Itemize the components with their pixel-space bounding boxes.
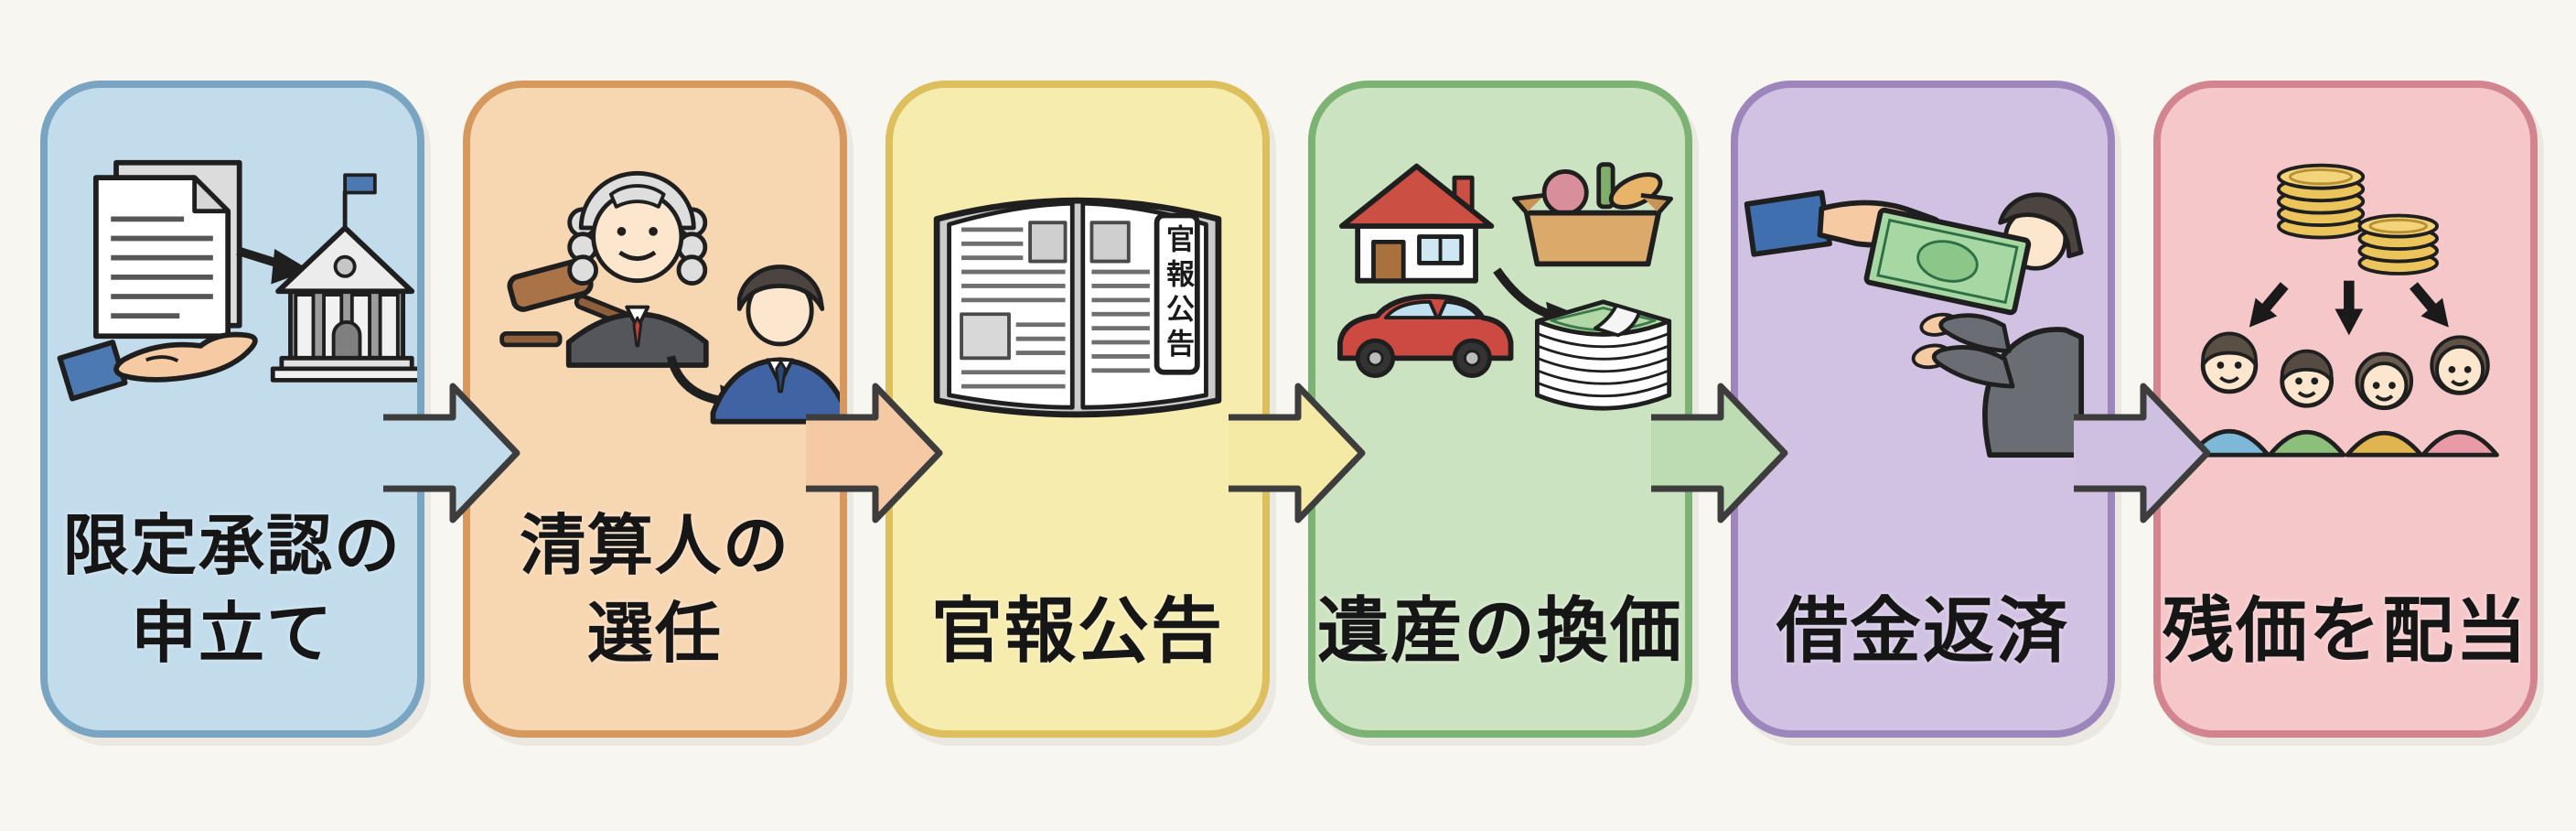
step-1-illustration (48, 126, 417, 467)
step-box-distribution: 残価を配当 (2153, 81, 2538, 738)
arrow-right-icon (236, 246, 310, 285)
official-gazette-book-icon (933, 197, 1222, 418)
step-4-label: 遺産の換価 (1315, 589, 1685, 674)
step-4-label-line-1: 遺産の換価 (1316, 590, 1683, 673)
step-box-liquidation: 遺産の換価 (1308, 81, 1692, 738)
step-box-gazette: 官報公告 官報公告 (886, 81, 1270, 738)
step-box-petition: 限定承認の 申立て (40, 81, 424, 738)
gazette-illustration (933, 197, 1222, 418)
cash-stack-icon (1534, 299, 1672, 411)
giving-hand-icon (57, 331, 258, 402)
judge-icon (565, 170, 709, 368)
coin-stacks-icon (2276, 163, 2439, 275)
step-6-illustration (2161, 126, 2530, 467)
flow-arrow-4 (1651, 383, 1788, 523)
step-1-label: 限定承認の 申立て (48, 502, 417, 677)
gazette-vertical-label: 官報公告 (1161, 224, 1194, 363)
liquidator-illustration (499, 170, 840, 425)
step-box-liquidator: 清算人の 選任 (463, 81, 847, 738)
car-icon (1337, 294, 1514, 378)
flow-arrow-1 (383, 383, 521, 523)
family-icon (2188, 331, 2499, 458)
step-6-label-line-1: 残価を配当 (2162, 590, 2528, 673)
step-3-illustration: 官報公告 (893, 126, 1262, 467)
courthouse-icon (270, 173, 417, 383)
appointed-person-icon (710, 264, 840, 425)
step-3-label: 官報公告 (893, 589, 1262, 674)
flow-arrow-2 (806, 383, 943, 523)
goods-box-icon (1511, 162, 1674, 267)
flow-arrow-5 (2074, 383, 2211, 523)
step-box-debt-repayment: 借金返済 (1731, 81, 2115, 738)
documents-icon (93, 159, 242, 340)
step-3-label-line-1: 官報公告 (930, 590, 1224, 673)
distribution-arrows-icon (2249, 280, 2449, 336)
step-1-label-line-2: 申立て (130, 595, 334, 672)
step-2-label-line-2: 選任 (586, 595, 723, 672)
house-icon (1338, 163, 1495, 284)
flow-arrow-3 (1229, 383, 1366, 523)
debt-repayment-illustration (1744, 189, 2085, 459)
step-5-label: 借金返済 (1738, 589, 2108, 674)
receiving-person-icon (1911, 192, 2085, 459)
distribution-illustration (2188, 163, 2499, 458)
step-2-label: 清算人の 選任 (470, 502, 840, 677)
step-6-label: 残価を配当 (2161, 589, 2530, 674)
liquidation-illustration (1337, 162, 1674, 411)
step-1-label-line-1: 限定承認の (62, 507, 402, 584)
step-2-label-line-1: 清算人の (519, 507, 790, 584)
step-2-illustration (470, 126, 840, 467)
banknote-icon (1863, 207, 2032, 316)
step-4-illustration (1315, 126, 1685, 467)
step-5-illustration (1738, 126, 2108, 467)
step-5-label-line-1: 借金返済 (1776, 590, 2069, 673)
petition-illustration (57, 159, 417, 402)
